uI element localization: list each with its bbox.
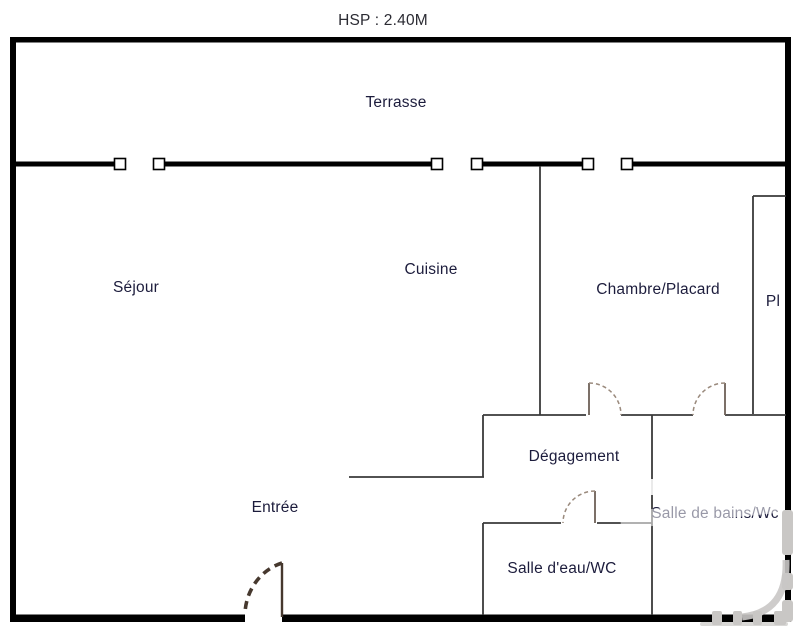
ceiling-height-label: HSP : 2.40M	[338, 12, 428, 29]
door-salle-de-bains	[692, 382, 726, 416]
window-marker-icon	[620, 157, 634, 171]
window-wall-segment	[164, 161, 432, 167]
door-arc-icon	[588, 382, 622, 416]
door-entree	[243, 561, 284, 617]
door-salle-eau	[562, 490, 596, 524]
outer-wall-right	[785, 37, 791, 622]
outer-wall-bottom-right	[282, 614, 791, 622]
terrace-window-wall	[10, 157, 791, 171]
outer-wall-left	[10, 37, 16, 622]
window-wall-segment	[632, 161, 791, 167]
door-arc-icon	[243, 561, 283, 614]
window-wall-segment	[10, 161, 115, 167]
room-label-sejour: Séjour	[112, 279, 160, 296]
room-label-placard: Pl	[765, 293, 781, 310]
room-label-terrasse: Terrasse	[365, 94, 427, 111]
room-label-cuisine: Cuisine	[404, 261, 458, 278]
room-label-entree: Entrée	[251, 499, 299, 516]
window-wall-segment	[482, 161, 583, 167]
room-label-chambre: Chambre/Placard	[596, 281, 720, 298]
window-marker-icon	[430, 157, 444, 171]
room-label-salle-eau: Salle d'eau/WC	[507, 560, 617, 577]
door-arc-icon	[562, 490, 596, 524]
watermark-icon	[619, 479, 793, 626]
window-marker-icon	[581, 157, 595, 171]
window-marker-icon	[152, 157, 166, 171]
room-label-degagement: Dégagement	[528, 448, 620, 465]
door-chambre	[588, 382, 622, 416]
window-marker-icon	[470, 157, 484, 171]
window-marker-icon	[113, 157, 127, 171]
room-label-salle-de-bains: Salle de bains/Wc	[651, 505, 779, 522]
outer-wall-top	[10, 37, 791, 43]
interior-walls	[349, 166, 786, 615]
outer-walls	[10, 37, 791, 622]
outer-wall-bottom-left	[10, 614, 245, 622]
door-arc-icon	[692, 382, 726, 416]
